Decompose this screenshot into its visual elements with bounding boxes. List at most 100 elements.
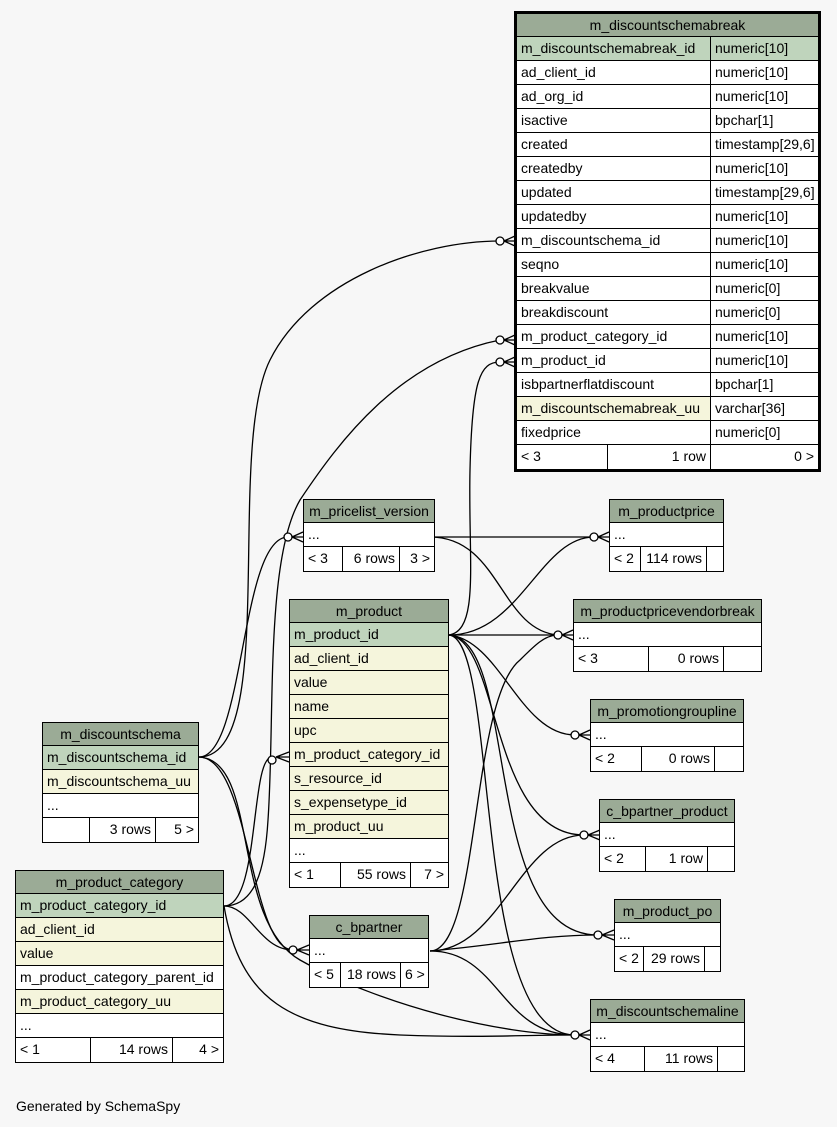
row-count: 14 rows — [90, 1038, 172, 1062]
edge-productcategory-discountschemaline — [223, 905, 576, 1037]
column-name: ... — [604, 826, 616, 842]
table-title[interactable]: m_discountschemabreak — [517, 14, 818, 37]
children-link[interactable] — [706, 547, 723, 571]
column-type: numeric[10] — [710, 229, 818, 252]
parents-link[interactable]: < 3 — [521, 448, 541, 464]
children-link[interactable]: 3 > — [399, 547, 434, 571]
table-title[interactable]: c_bpartner_product — [600, 800, 734, 823]
edge-cbpartner-discountschemaline — [429, 950, 576, 1036]
parents-link[interactable]: < 1 — [20, 1041, 40, 1057]
crowfoot-pgl — [578, 729, 591, 741]
parents-link[interactable]: < 2 — [604, 850, 624, 866]
column-name: ... — [308, 526, 320, 542]
crowfoot-cbp — [296, 944, 310, 956]
children-link[interactable]: 0 > — [710, 445, 818, 469]
table-title[interactable]: c_bpartner — [310, 916, 428, 939]
column-name: breakdiscount — [521, 304, 609, 320]
crowfoot-dsb-1 — [503, 235, 516, 247]
parents-link[interactable]: < 2 — [595, 750, 615, 766]
table-title[interactable]: m_promotiongroupline — [591, 700, 743, 723]
children-link[interactable] — [714, 747, 743, 771]
edge-cbpartner-cbpartnerproduct — [429, 834, 585, 952]
parents-link[interactable]: < 3 — [308, 550, 328, 566]
table-title[interactable]: m_product — [290, 600, 448, 623]
parents-link[interactable]: < 3 — [578, 650, 598, 666]
children-link[interactable] — [704, 947, 720, 971]
table-title[interactable]: m_discountschemaline — [591, 1000, 744, 1023]
column-name: ad_client_id — [521, 64, 596, 80]
row-count: 1 row — [607, 445, 710, 469]
parents-link[interactable] — [43, 818, 89, 842]
table-m-discountschema[interactable]: m_discountschema m_discountschema_id m_d… — [42, 722, 199, 843]
table-row: ... — [591, 723, 743, 747]
children-link[interactable]: 5 > — [155, 818, 198, 842]
marker-dsb-product — [495, 357, 505, 367]
parents-link[interactable]: < 2 — [619, 950, 639, 966]
parents-link[interactable]: < 1 — [294, 866, 314, 882]
children-link[interactable] — [717, 1047, 744, 1071]
edge-product-productprice — [448, 536, 595, 636]
edge-productcategory-product — [223, 756, 273, 907]
column-type: bpchar[1] — [710, 373, 818, 396]
table-row: m_product_id — [290, 623, 448, 647]
table-title[interactable]: m_productpricevendorbreak — [574, 600, 761, 623]
table-title[interactable]: m_productprice — [610, 500, 723, 523]
table-title[interactable]: m_product_po — [615, 900, 720, 923]
table-row: value — [16, 942, 223, 966]
edge-cbpartner-productpo — [429, 934, 599, 952]
children-link[interactable] — [707, 847, 734, 871]
column-name: isbpartnerflatdiscount — [521, 376, 655, 392]
table-title[interactable]: m_discountschema — [43, 723, 198, 746]
column-type: timestamp[29,6] — [710, 133, 818, 156]
marker-ppvb — [553, 630, 563, 640]
table-title[interactable]: m_pricelist_version — [304, 500, 434, 523]
table-m-discountschemabreak[interactable]: m_discountschemabreak m_discountschemabr… — [514, 11, 821, 472]
column-name: ad_client_id — [294, 650, 369, 666]
table-m-product[interactable]: m_product m_product_id ad_client_id valu… — [289, 599, 449, 888]
children-link[interactable]: 7 > — [410, 863, 448, 887]
edge-product-productpo — [448, 634, 599, 936]
parents-link[interactable]: < 4 — [595, 1050, 615, 1066]
table-row: ... — [16, 1014, 223, 1038]
column-name: breakvalue — [521, 280, 590, 296]
edge-productcategory-discountschemabreak — [223, 339, 501, 907]
table-row: m_product_category_id — [290, 743, 448, 767]
crowfoot-dsl — [578, 1029, 591, 1041]
parents-link[interactable]: < 5 — [314, 966, 334, 982]
children-link[interactable]: 6 > — [400, 963, 428, 987]
column-type: numeric[10] — [710, 253, 818, 276]
children-link[interactable] — [723, 647, 761, 671]
generated-by-footer: Generated by SchemaSpy — [16, 1098, 181, 1114]
table-title[interactable]: m_product_category — [16, 871, 223, 894]
column-name: m_discountschemabreak_id — [521, 40, 696, 56]
marker-pgl — [570, 730, 580, 740]
table-row: ... — [290, 839, 448, 863]
children-link[interactable]: 4 > — [172, 1038, 223, 1062]
table-row: m_discountschema_id — [43, 746, 198, 770]
crowfoot-product — [275, 751, 290, 763]
parents-link[interactable]: < 2 — [614, 550, 634, 566]
row-count: 55 rows — [340, 863, 410, 887]
column-type: numeric[10] — [710, 157, 818, 180]
column-type: timestamp[29,6] — [710, 181, 818, 204]
table-m-product-category[interactable]: m_product_category m_product_category_id… — [15, 870, 224, 1063]
table-row: ad_client_id — [290, 647, 448, 671]
row-count: 6 rows — [342, 547, 399, 571]
